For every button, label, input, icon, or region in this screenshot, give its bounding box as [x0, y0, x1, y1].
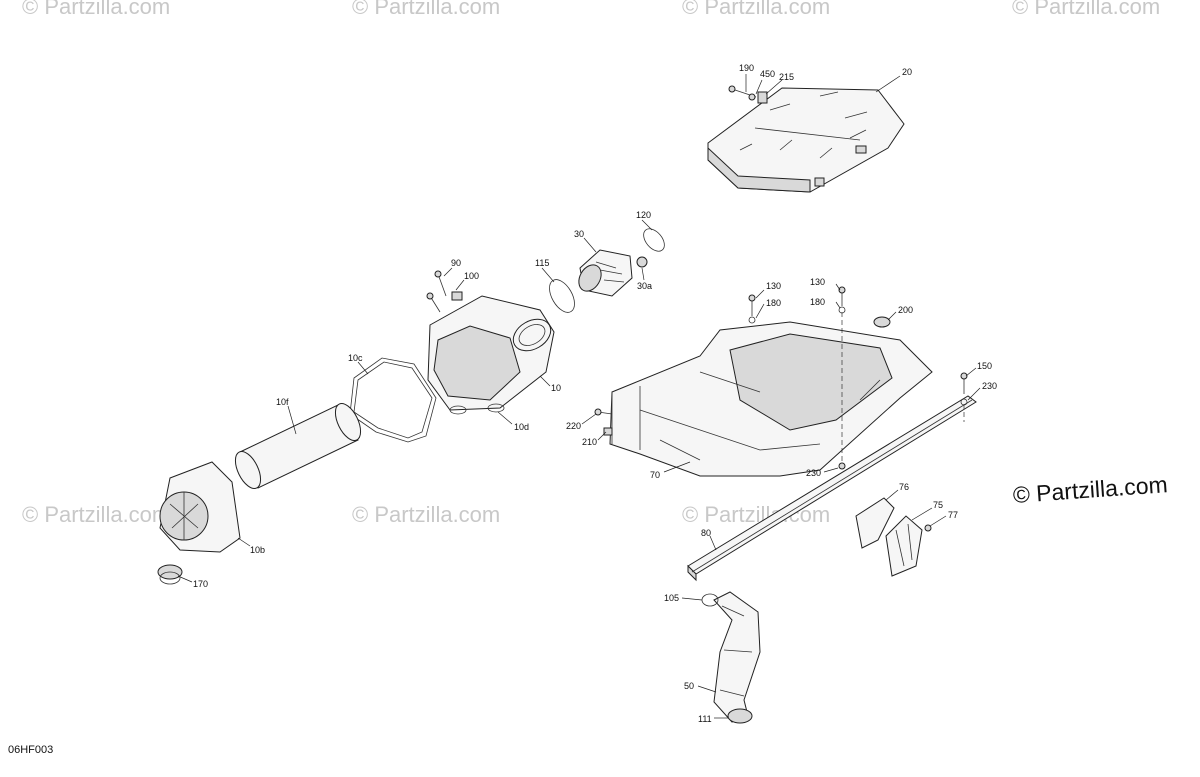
callout-50: 50 — [684, 681, 694, 691]
callout-77: 77 — [948, 510, 958, 520]
part-75-clamp[interactable] — [885, 515, 923, 577]
part-50-intake-hose[interactable] — [713, 591, 761, 723]
callout-230-2: 230 — [806, 468, 821, 478]
watermark-layer: © Partzilla.com © Partzilla.com © Partzi… — [22, 0, 1160, 527]
part-70-tray[interactable] — [609, 321, 933, 477]
callout-80: 80 — [701, 528, 711, 538]
part-100-clip[interactable] — [451, 291, 463, 301]
drawing-code: 06HF003 — [8, 744, 54, 756]
callout-190: 190 — [739, 63, 754, 73]
callout-215: 215 — [779, 72, 794, 82]
part-30-intake-boot[interactable] — [574, 249, 633, 297]
part-77-screw[interactable] — [924, 524, 932, 532]
part-450-washer[interactable] — [748, 93, 756, 101]
watermark: © Partzilla.com — [352, 502, 500, 527]
watermark: © Partzilla.com — [682, 0, 830, 19]
part-80-rail[interactable] — [687, 395, 977, 582]
part-210-nut[interactable] — [603, 427, 613, 436]
part-90-bolt[interactable] — [434, 270, 447, 297]
part-10b-end-cap[interactable] — [159, 461, 241, 553]
part-100-screw[interactable] — [426, 292, 441, 313]
callout-230: 230 — [982, 381, 997, 391]
part-20-cover-panel[interactable] — [707, 87, 905, 193]
callout-10c: 10c — [348, 353, 363, 363]
watermark: © Partzilla.com — [1012, 0, 1160, 19]
callout-10: 10 — [551, 383, 561, 393]
part-30a-fitting[interactable] — [636, 256, 648, 268]
callout-111: 111 — [698, 714, 712, 724]
callout-105: 105 — [664, 593, 679, 603]
callout-180-2: 180 — [810, 297, 825, 307]
part-115-ring[interactable] — [544, 275, 579, 316]
watermark: © Partzilla.com — [22, 502, 170, 527]
leader-lines — [177, 74, 981, 719]
part-10d-clips[interactable] — [449, 403, 505, 415]
part-130-bolt[interactable] — [748, 294, 756, 316]
part-220-screw[interactable] — [594, 408, 613, 416]
callout-450: 450 — [760, 69, 775, 79]
callout-100: 100 — [464, 271, 479, 281]
callout-labels: 190 450 215 20 120 30 30a 115 90 100 10 … — [193, 63, 997, 724]
callout-180: 180 — [766, 298, 781, 308]
callout-10b: 10b — [250, 545, 265, 555]
part-230-nut-2[interactable] — [838, 462, 846, 470]
callout-220: 220 — [566, 421, 581, 431]
callout-130: 130 — [766, 281, 781, 291]
part-170-cap[interactable] — [157, 564, 183, 585]
part-120-clamp[interactable] — [640, 225, 669, 255]
part-180-washer[interactable] — [748, 316, 756, 324]
part-10f-air-filter[interactable] — [230, 400, 366, 493]
part-130-bolt-2[interactable] — [838, 286, 846, 306]
callout-150: 150 — [977, 361, 992, 371]
callout-90: 90 — [451, 258, 461, 268]
callout-70: 70 — [650, 470, 660, 480]
part-10-airbox-housing[interactable] — [427, 295, 556, 411]
callout-200: 200 — [898, 305, 913, 315]
callout-10f: 10f — [276, 397, 289, 407]
callout-170: 170 — [193, 579, 208, 589]
callout-130-2: 130 — [810, 277, 825, 287]
callout-115: 115 — [535, 258, 549, 268]
callout-30a: 30a — [637, 281, 652, 291]
callout-76: 76 — [899, 482, 909, 492]
watermark: © Partzilla.com — [352, 0, 500, 19]
callout-120: 120 — [636, 210, 651, 220]
part-200-grommet[interactable] — [873, 316, 891, 328]
watermark: © Partzilla.com — [22, 0, 170, 19]
part-150-bolt[interactable] — [960, 372, 968, 394]
callout-20: 20 — [902, 67, 912, 77]
callout-75: 75 — [933, 500, 943, 510]
part-111-cap[interactable] — [727, 708, 753, 724]
part-76-bracket[interactable] — [855, 497, 895, 549]
part-215-clip[interactable] — [757, 91, 768, 104]
callout-10d: 10d — [514, 422, 529, 432]
callout-30: 30 — [574, 229, 584, 239]
callout-210: 210 — [582, 437, 597, 447]
part-10c-gasket[interactable] — [349, 357, 437, 443]
